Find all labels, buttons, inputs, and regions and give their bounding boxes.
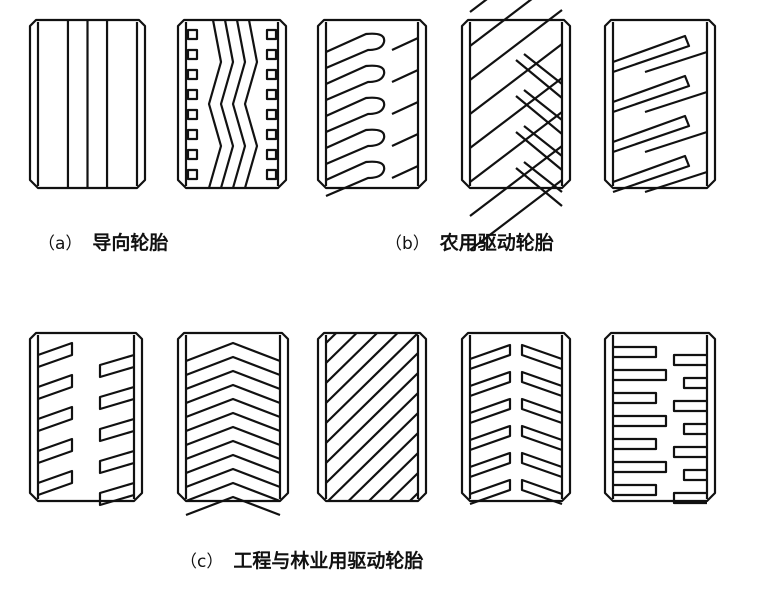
caption-a-label: （a） xyxy=(38,234,83,254)
tire-c-diagonal-lines xyxy=(316,331,428,503)
caption-a-text: 导向轮胎 xyxy=(92,232,169,254)
caption-b-text: 农用驱动轮胎 xyxy=(439,232,554,254)
caption-c-text: 工程与林业用驱动轮胎 xyxy=(233,550,424,572)
tire-c-angled-side-lugs xyxy=(28,331,144,507)
tire-b-agri-staggered-lugs xyxy=(603,18,717,194)
caption-b-label: （b） xyxy=(385,234,430,254)
tire-c-rectangular-lugs xyxy=(603,331,717,505)
tire-c-chevron-rows xyxy=(176,331,290,517)
tire-c-center-spine-lugs xyxy=(460,331,572,506)
caption-c: （c） 工程与林业用驱动轮胎 xyxy=(180,546,423,573)
caption-c-label: （c） xyxy=(180,552,224,572)
caption-b: （b） 农用驱动轮胎 xyxy=(385,228,554,255)
tire-a-guide-ribbed xyxy=(28,18,147,190)
caption-a: （a） 导向轮胎 xyxy=(38,228,168,255)
tire-b-agri-herringbone xyxy=(460,0,572,251)
tire-b-agri-looped-chevron xyxy=(316,18,428,198)
tire-a-guide-zigzag xyxy=(176,18,288,190)
